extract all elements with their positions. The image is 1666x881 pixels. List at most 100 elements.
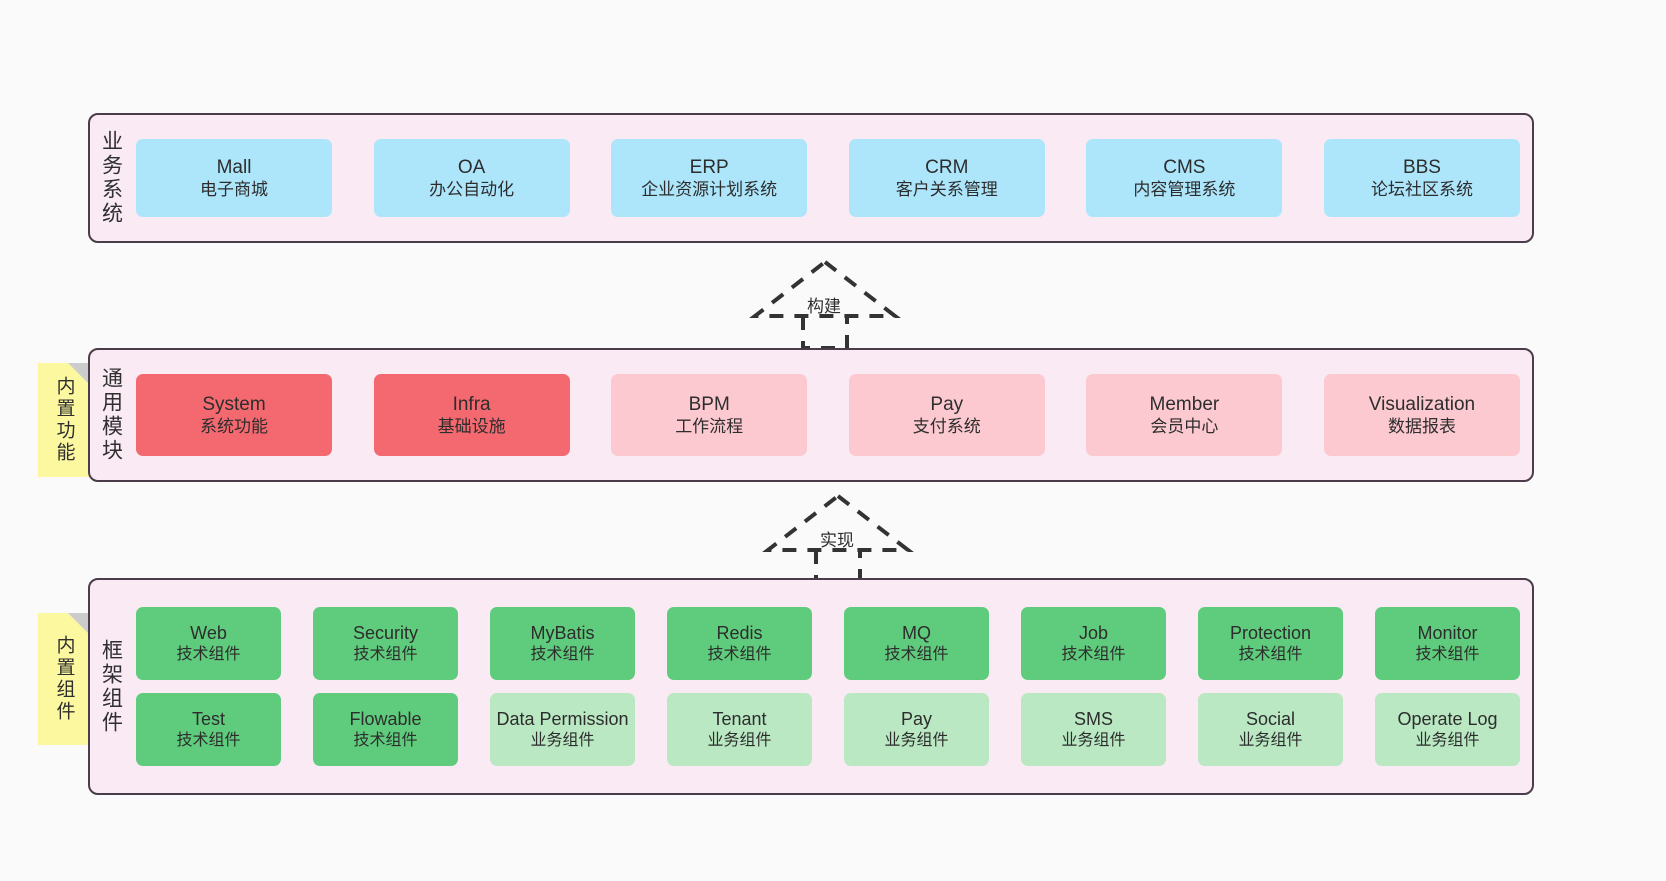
card-mall[interactable]: Mall 电子商城 xyxy=(136,139,332,217)
card-mybatis[interactable]: MyBatis 技术组件 xyxy=(490,607,635,680)
layer-title-common-module: 通用模块 xyxy=(99,367,123,463)
layer-body-business-system: Mall 电子商城 OA 办公自动化 ERP 企业资源计划系统 CRM 客户关系… xyxy=(132,115,1532,241)
card-job-subtitle: 技术组件 xyxy=(1061,645,1126,663)
layer-common-module: 通用模块 System 系统功能 Infra 基础设施 BPM 工作流程 Pay… xyxy=(88,348,1534,482)
card-tenant-subtitle: 业务组件 xyxy=(707,731,772,749)
card-erp-title: ERP xyxy=(689,156,729,178)
card-bbs-subtitle: 论坛社区系统 xyxy=(1370,180,1473,200)
card-social-title: Social xyxy=(1245,709,1296,730)
card-data-permission[interactable]: Data Permission 业务组件 xyxy=(490,693,635,766)
card-erp[interactable]: ERP 企业资源计划系统 xyxy=(611,139,808,217)
implement-arrow-label: 实现 xyxy=(820,531,854,550)
card-operate-log[interactable]: Operate Log 业务组件 xyxy=(1375,693,1520,766)
card-test-subtitle: 技术组件 xyxy=(176,731,241,749)
build-arrow: 构建 xyxy=(749,258,905,350)
card-crm-subtitle: 客户关系管理 xyxy=(895,180,998,200)
card-oa[interactable]: OA 办公自动化 xyxy=(373,139,570,217)
card-security-subtitle: 技术组件 xyxy=(353,645,418,663)
framework-card-grid: Web 技术组件 Security 技术组件 MyBatis 技术组件 Redi… xyxy=(136,607,1520,766)
card-member[interactable]: Member 会员中心 xyxy=(1086,374,1283,456)
card-member-title: Member xyxy=(1149,393,1220,415)
card-monitor[interactable]: Monitor 技术组件 xyxy=(1375,607,1520,680)
card-infra[interactable]: Infra 基础设施 xyxy=(373,374,570,456)
card-redis-title: Redis xyxy=(716,623,763,644)
card-system-title: System xyxy=(202,393,266,415)
card-infra-subtitle: 基础设施 xyxy=(437,417,506,437)
card-social[interactable]: Social 业务组件 xyxy=(1198,693,1343,766)
card-pay-module-title: Pay xyxy=(930,393,964,415)
framework-card-row-2: Test 技术组件 Flowable 技术组件 Data Permission … xyxy=(136,693,1520,766)
card-cms[interactable]: CMS 内容管理系统 xyxy=(1086,139,1283,217)
card-oa-subtitle: 办公自动化 xyxy=(429,180,515,200)
card-system[interactable]: System 系统功能 xyxy=(136,374,332,456)
card-operate-log-title: Operate Log xyxy=(1397,709,1498,730)
card-redis-subtitle: 技术组件 xyxy=(707,645,772,663)
card-crm-title: CRM xyxy=(925,156,969,178)
card-member-subtitle: 会员中心 xyxy=(1150,417,1219,437)
layer-title-business-system: 业务系统 xyxy=(99,130,123,226)
sticky-note-builtin-function: 内置功能 xyxy=(38,363,90,477)
card-flowable[interactable]: Flowable 技术组件 xyxy=(313,693,458,766)
card-data-permission-title: Data Permission xyxy=(496,709,629,730)
card-mq-subtitle: 技术组件 xyxy=(884,645,949,663)
card-cms-title: CMS xyxy=(1163,156,1206,178)
card-monitor-subtitle: 技术组件 xyxy=(1415,645,1480,663)
card-protection-title: Protection xyxy=(1229,623,1312,644)
card-sms[interactable]: SMS 业务组件 xyxy=(1021,693,1166,766)
card-mybatis-title: MyBatis xyxy=(530,623,595,644)
card-security[interactable]: Security 技术组件 xyxy=(313,607,458,680)
card-web-title: Web xyxy=(190,623,227,644)
layer-framework-component: 框架组件 Web 技术组件 Security 技术组件 MyBatis 技术组件 xyxy=(88,578,1534,795)
card-redis[interactable]: Redis 技术组件 xyxy=(667,607,812,680)
module-card-row: System 系统功能 Infra 基础设施 BPM 工作流程 Pay 支付系统… xyxy=(136,374,1520,456)
card-flowable-title: Flowable xyxy=(349,709,422,730)
card-operate-log-subtitle: 业务组件 xyxy=(1415,731,1480,749)
card-protection[interactable]: Protection 技术组件 xyxy=(1198,607,1343,680)
card-bpm[interactable]: BPM 工作流程 xyxy=(611,374,808,456)
card-tenant[interactable]: Tenant 业务组件 xyxy=(667,693,812,766)
card-mall-title: Mall xyxy=(216,156,252,178)
card-mq[interactable]: MQ 技术组件 xyxy=(844,607,989,680)
card-pay-component-subtitle: 业务组件 xyxy=(884,731,949,749)
card-bpm-title: BPM xyxy=(688,393,730,415)
layer-business-system: 业务系统 Mall 电子商城 OA 办公自动化 ERP 企业资源计划系统 CRM… xyxy=(88,113,1534,243)
card-test-title: Test xyxy=(191,709,225,730)
layer-body-common-module: System 系统功能 Infra 基础设施 BPM 工作流程 Pay 支付系统… xyxy=(132,350,1532,480)
card-social-subtitle: 业务组件 xyxy=(1238,731,1303,749)
implement-arrow: 实现 xyxy=(762,492,918,584)
card-visualization[interactable]: Visualization 数据报表 xyxy=(1323,374,1520,456)
card-tenant-title: Tenant xyxy=(712,709,767,730)
card-data-permission-subtitle: 业务组件 xyxy=(530,731,595,749)
card-visualization-title: Visualization xyxy=(1368,393,1476,415)
card-pay-module-subtitle: 支付系统 xyxy=(912,417,981,437)
card-bbs[interactable]: BBS 论坛社区系统 xyxy=(1323,139,1520,217)
card-job[interactable]: Job 技术组件 xyxy=(1021,607,1166,680)
layer-body-framework-component: Web 技术组件 Security 技术组件 MyBatis 技术组件 Redi… xyxy=(132,580,1532,793)
card-web-subtitle: 技术组件 xyxy=(176,645,241,663)
card-visualization-subtitle: 数据报表 xyxy=(1387,417,1456,437)
card-oa-title: OA xyxy=(457,156,486,178)
card-security-title: Security xyxy=(352,623,419,644)
sticky-note-builtin-function-label: 内置功能 xyxy=(53,376,75,464)
card-system-subtitle: 系统功能 xyxy=(200,417,268,437)
card-pay-component[interactable]: Pay 业务组件 xyxy=(844,693,989,766)
card-sms-title: SMS xyxy=(1073,709,1113,730)
framework-card-row-1: Web 技术组件 Security 技术组件 MyBatis 技术组件 Redi… xyxy=(136,607,1520,680)
layer-title-framework-component: 框架组件 xyxy=(99,638,123,735)
card-test[interactable]: Test 技术组件 xyxy=(136,693,281,766)
card-sms-subtitle: 业务组件 xyxy=(1061,731,1126,749)
card-mq-title: MQ xyxy=(902,623,931,644)
card-crm[interactable]: CRM 客户关系管理 xyxy=(848,139,1045,217)
card-protection-subtitle: 技术组件 xyxy=(1238,645,1303,663)
card-cms-subtitle: 内容管理系统 xyxy=(1133,180,1236,200)
card-web[interactable]: Web 技术组件 xyxy=(136,607,281,680)
sticky-note-builtin-component: 内置组件 xyxy=(38,613,90,745)
card-flowable-subtitle: 技术组件 xyxy=(353,731,418,749)
business-card-row: Mall 电子商城 OA 办公自动化 ERP 企业资源计划系统 CRM 客户关系… xyxy=(136,139,1520,217)
build-arrow-label: 构建 xyxy=(807,297,841,316)
card-bbs-title: BBS xyxy=(1402,156,1441,178)
card-monitor-title: Monitor xyxy=(1417,623,1478,644)
sticky-note-builtin-component-label: 内置组件 xyxy=(53,635,75,723)
card-pay-module[interactable]: Pay 支付系统 xyxy=(848,374,1045,456)
